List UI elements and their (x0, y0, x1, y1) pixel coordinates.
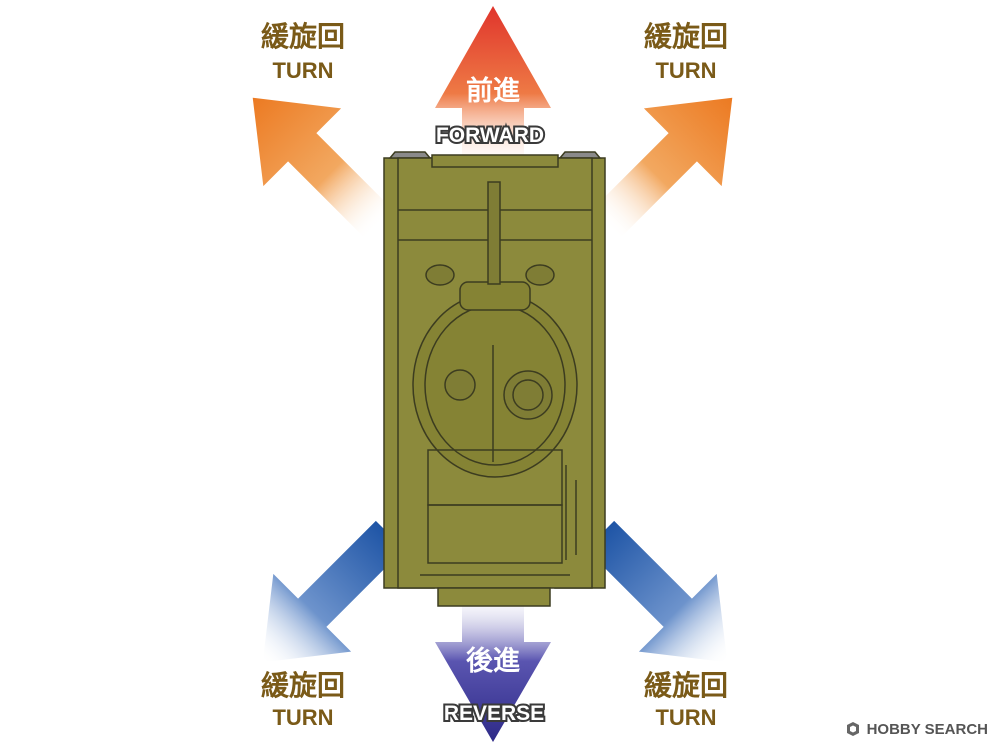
hobby-search-watermark: HOBBY SEARCH (845, 718, 988, 740)
watermark-text: HOBBY SEARCH (866, 720, 988, 738)
turn-label-jp-top-right: 緩旋回 (644, 20, 728, 53)
forward-arrow (435, 6, 551, 165)
reverse-label-jp: 後進 (466, 646, 520, 677)
reverse-arrow (435, 595, 551, 742)
forward-label-en: FORWARD (436, 124, 544, 147)
turn-label-en-bottom-right: TURN (655, 705, 716, 730)
turn-label-jp-top-left: 緩旋回 (261, 20, 345, 53)
turn-arrow-front-left (252, 97, 395, 240)
turn-label-jp-bottom-right: 緩旋回 (644, 669, 728, 702)
turn-arrow-front-right (590, 97, 733, 240)
turn-label-jp-bottom-left: 緩旋回 (261, 669, 345, 702)
turn-label-en-top-right: TURN (655, 58, 716, 83)
turn-arrow-rear-left (262, 520, 405, 663)
hobby-search-logo-icon (846, 722, 859, 736)
turn-arrow-rear-right (585, 520, 728, 663)
reverse-label-en: REVERSE (444, 702, 544, 725)
turn-label-en-top-left: TURN (272, 58, 333, 83)
tank-hull (383, 151, 606, 607)
forward-label-jp: 前進 (466, 75, 520, 107)
turn-label-en-bottom-left: TURN (272, 705, 333, 730)
